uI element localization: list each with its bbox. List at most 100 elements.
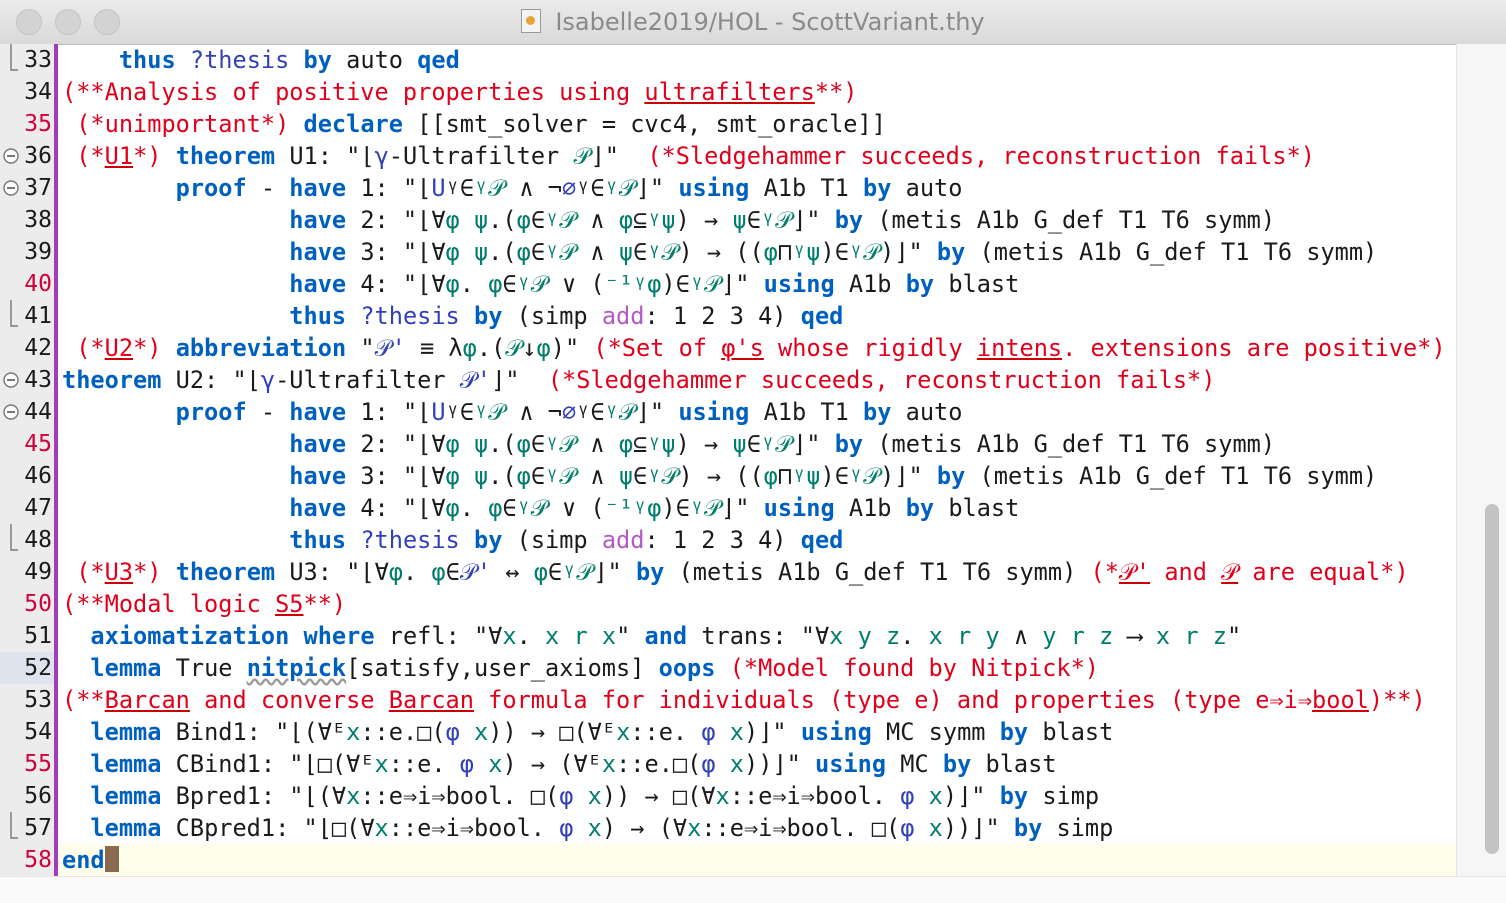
code-token: x — [374, 814, 389, 842]
code-token: ∈ — [633, 462, 648, 490]
code-token: . — [459, 494, 489, 522]
code-token: 1: "⌊ — [346, 174, 432, 202]
code-token: : 1 2 3 4) — [644, 302, 801, 330]
code-token — [573, 814, 587, 842]
code-token: 2: "⌊∀ — [346, 430, 446, 458]
horizontal-scrollbar[interactable] — [0, 876, 1506, 903]
code-token: proof — [175, 398, 247, 426]
code-line[interactable]: axiomatization where refl: "∀x. x r x" a… — [62, 620, 1241, 652]
code-line[interactable]: have 4: "⌊∀φ. φ∈ᵞ𝒫 ∨ (⁻¹ᵞφ)∈ᵞ𝒫⌋" using A… — [62, 268, 1019, 300]
code-token: )⌋" — [880, 462, 937, 490]
code-token: ᵞ𝒫 — [516, 270, 548, 298]
line-number: 50 — [24, 591, 52, 617]
scrollbar-thumb[interactable] — [1485, 504, 1499, 854]
code-token: (*Sledgehammer succeeds, reconstruction … — [647, 142, 1315, 170]
code-token: ∧ — [576, 430, 619, 458]
code-line[interactable]: thus ?thesis by (simp add: 1 2 3 4) qed — [62, 524, 843, 556]
fold-toggle-icon[interactable] — [2, 140, 20, 172]
code-line[interactable]: have 2: "⌊∀φ ψ.(φ∈ᵞ𝒫 ∧ φ⊆ᵞψ) → ψ∈ᵞ𝒫⌋" by… — [62, 428, 1275, 460]
code-token: by — [1013, 814, 1043, 842]
code-token — [161, 334, 175, 362]
code-token: 𝒫 — [1221, 558, 1239, 586]
code-token: φ — [516, 430, 531, 458]
minimize-window-button[interactable] — [55, 9, 81, 35]
line-number: 37 — [24, 175, 52, 201]
code-token: A1b T1 — [749, 174, 864, 202]
code-token: φ — [488, 270, 503, 298]
code-token: x — [346, 718, 361, 746]
line-number: 39 — [24, 239, 52, 265]
proof-status-bar — [54, 44, 58, 876]
code-token: where — [303, 622, 375, 650]
code-line[interactable]: lemma CBpred1: "⌊□(∀x::e⇒i⇒bool. φ x) → … — [62, 812, 1113, 844]
code-token: by — [303, 46, 332, 74]
code-token: (simp — [502, 302, 602, 330]
code-line[interactable]: lemma Bind1: "⌊(∀ᴱx::e.□(φ x)) → □(∀ᴱx::… — [62, 716, 1113, 748]
code-token: ultrafilters — [644, 78, 815, 106]
code-token: by — [834, 430, 864, 458]
code-token: .( — [476, 334, 506, 362]
code-token: φ ψ — [445, 462, 489, 490]
code-token: Bpred1: "⌊(∀ — [161, 782, 347, 810]
zoom-window-button[interactable] — [94, 9, 120, 35]
code-line[interactable]: (*U3*) theorem U3: "⌊∀φ. φ∈𝒫' ↔ φ∈ᵞ𝒫⌋" b… — [62, 556, 1408, 588]
code-token: ) → (∀ᴱ — [502, 750, 602, 778]
code-line[interactable]: (*unimportant*) declare [[smt_solver = c… — [62, 108, 886, 140]
code-token — [62, 398, 176, 426]
line-number: 43 — [24, 367, 52, 393]
close-window-button[interactable] — [16, 9, 42, 35]
code-line[interactable]: have 3: "⌊∀φ ψ.(φ∈ᵞ𝒫 ∧ ψ∈ᵞ𝒫) → ((φ⊓ᵞψ)∈ᵞ… — [62, 460, 1377, 492]
code-token: ∧ — [999, 622, 1043, 650]
code-token: (* — [76, 558, 105, 586]
code-line[interactable]: thus ?thesis by auto qed — [62, 44, 460, 76]
line-number: 35 — [24, 111, 52, 137]
code-token: φ — [516, 206, 531, 234]
code-token: φ — [701, 750, 716, 778]
code-token: using — [800, 718, 872, 746]
code-line[interactable]: (**Modal logic S5**) — [62, 588, 346, 620]
code-token: φ — [618, 430, 634, 458]
fold-toggle-icon[interactable] — [2, 396, 20, 428]
code-line[interactable]: (*U1*) theorem U1: "⌊γ-Ultrafilter 𝒫⌋" (… — [62, 140, 1315, 172]
code-token: CBind1: "⌊□(∀ᴱ — [161, 750, 375, 778]
code-line[interactable]: proof - have 1: "⌊Uᵞ∈ᵞ𝒫 ∧ ¬∅ᵞ∈ᵞ𝒫⌋" using… — [62, 172, 963, 204]
code-token: auto — [331, 46, 418, 74]
code-token: *) — [133, 558, 162, 586]
code-line[interactable]: thus ?thesis by (simp add: 1 2 3 4) qed — [62, 300, 843, 332]
code-token: .( — [488, 462, 517, 490]
code-line[interactable]: lemma Bpred1: "⌊(∀x::e⇒i⇒bool. □(φ x)) →… — [62, 780, 1099, 812]
code-token: A1b — [834, 270, 906, 298]
code-line[interactable]: theorem U2: "⌊γ-Ultrafilter 𝒫'⌋" (*Sledg… — [62, 364, 1215, 396]
code-line[interactable]: proof - have 1: "⌊Uᵞ∈ᵞ𝒫 ∧ ¬∅ᵞ∈ᵞ𝒫⌋" using… — [62, 396, 963, 428]
code-token: x r z — [1155, 622, 1227, 650]
code-line[interactable]: lemma True nitpick[satisfy,user_axioms] … — [62, 652, 1099, 684]
code-token — [62, 526, 289, 554]
code-token: ᵞ𝒫 — [760, 206, 793, 234]
line-number: 58 — [24, 847, 52, 873]
fold-toggle-icon[interactable] — [2, 172, 20, 204]
code-line[interactable]: have 4: "⌊∀φ. φ∈ᵞ𝒫 ∨ (⁻¹ᵞφ)∈ᵞ𝒫⌋" using A… — [62, 492, 1019, 524]
code-token: thus — [118, 46, 176, 74]
code-token: φ ψ — [445, 238, 489, 266]
code-line[interactable]: (*U2*) abbreviation "𝒫' ≡ λφ.(𝒫↓φ)" (*Se… — [62, 332, 1445, 364]
code-token: ∨ ( — [547, 270, 605, 298]
code-line[interactable]: have 3: "⌊∀φ ψ.(φ∈ᵞ𝒫 ∧ ψ∈ᵞ𝒫) → ((φ⊓ᵞψ)∈ᵞ… — [62, 236, 1377, 268]
vertical-scrollbar[interactable] — [1456, 44, 1506, 876]
line-number: 47 — [24, 495, 52, 521]
code-line[interactable]: end — [62, 844, 119, 876]
code-line[interactable]: have 2: "⌊∀φ ψ.(φ∈ᵞ𝒫 ∧ φ⊆ᵞψ) → ψ∈ᵞ𝒫⌋" by… — [62, 204, 1275, 236]
fold-toggle-icon[interactable] — [2, 364, 20, 396]
code-token: blast — [934, 270, 1020, 298]
code-token: Bind1: "⌊(∀ᴱ — [161, 718, 347, 746]
code-token: ⊓ — [777, 238, 793, 266]
code-line[interactable]: (**Analysis of positive properties using… — [62, 76, 857, 108]
code-line[interactable]: lemma CBind1: "⌊□(∀ᴱx::e. φ x) → (∀ᴱx::e… — [62, 748, 1056, 780]
code-token: φ — [559, 782, 574, 810]
code-token — [62, 462, 289, 490]
code-token: U3 — [104, 558, 134, 586]
code-token: ≡ λ — [405, 334, 463, 362]
code-token: U3: "⌊∀ — [275, 558, 389, 586]
code-token: [satisfy,user_axioms] — [346, 654, 659, 682]
code-token: γ — [260, 366, 276, 394]
code-line[interactable]: (**Barcan and converse Barcan formula fo… — [62, 684, 1426, 716]
